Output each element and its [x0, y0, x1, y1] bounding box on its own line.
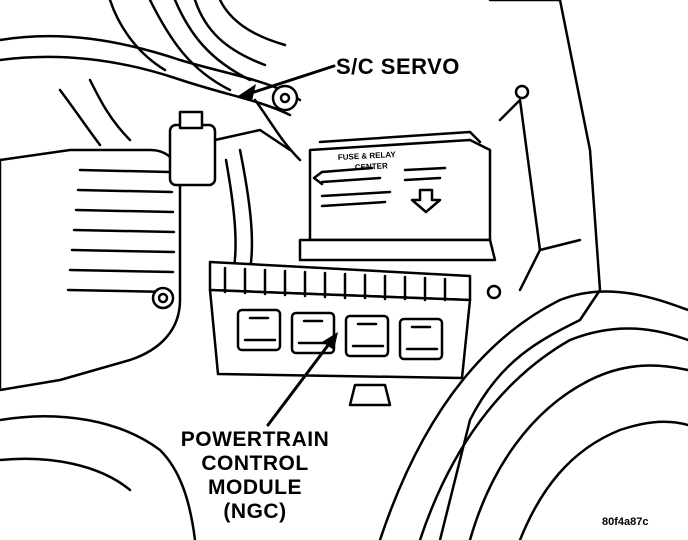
pcm-label-line: CONTROL [201, 452, 309, 475]
fender-structure [378, 0, 688, 540]
pcm-leader-arrowhead [322, 332, 338, 350]
fuse-box-title-line1: FUSE & RELAY [338, 150, 397, 162]
servo-callout-label: S/C SERVO [336, 54, 460, 79]
figure-id: 80f4a87c [602, 516, 649, 528]
speed-control-servo [168, 84, 302, 272]
powertrain-control-module [151, 260, 472, 407]
fuse-box-title-line2: CENTER [355, 161, 389, 172]
fuse-relay-center [298, 130, 497, 262]
leader-lines [246, 64, 336, 427]
servo-leader-arrowhead [238, 84, 256, 101]
pcm-callout-label: POWERTRAIN CONTROL MODULE (NGC) [150, 428, 360, 524]
engine-block [0, 78, 197, 540]
pcm-label-line: (NGC) [223, 500, 287, 523]
hose-bundle [0, 0, 302, 117]
pcm-label-line: MODULE [208, 476, 302, 499]
pcm-label-line: POWERTRAIN [180, 428, 330, 451]
